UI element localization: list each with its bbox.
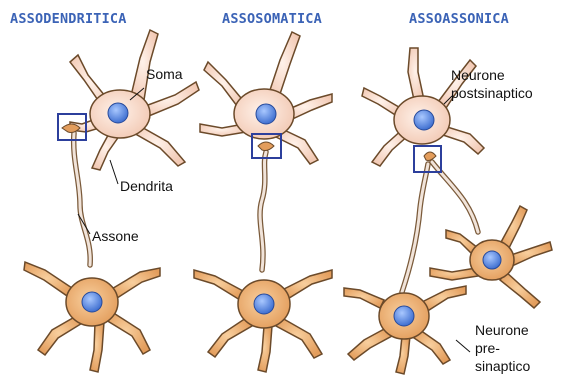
label-presynaptic-line3: sinaptico — [475, 358, 530, 374]
label-presynaptic-line2: pre- — [475, 340, 500, 356]
middle-postsynaptic-nucleus — [256, 104, 276, 124]
left-presynaptic-nucleus — [82, 292, 102, 312]
label-dendrita: Dendrita — [120, 178, 173, 194]
right-target-nucleus — [483, 251, 501, 269]
label-assone: Assone — [92, 228, 139, 244]
right-presynaptic-nucleus — [394, 306, 414, 326]
left-presynaptic-neuron — [24, 262, 160, 372]
label-postsynaptic-line2: postsinaptico — [451, 85, 533, 101]
left-postsynaptic-nucleus — [108, 103, 128, 123]
middle-presynaptic-nucleus — [254, 294, 274, 314]
label-soma: Soma — [146, 66, 183, 82]
right-postsynaptic-nucleus — [414, 110, 434, 130]
label-presynaptic-line1: Neurone — [475, 322, 529, 338]
middle-presynaptic-neuron — [194, 270, 332, 372]
middle-panel — [194, 32, 332, 372]
left-postsynaptic-neuron — [70, 30, 199, 170]
right-postsynaptic-neuron — [362, 48, 484, 166]
label-postsynaptic-line1: Neurone — [451, 67, 505, 83]
right-presynaptic-neuron — [344, 286, 466, 374]
